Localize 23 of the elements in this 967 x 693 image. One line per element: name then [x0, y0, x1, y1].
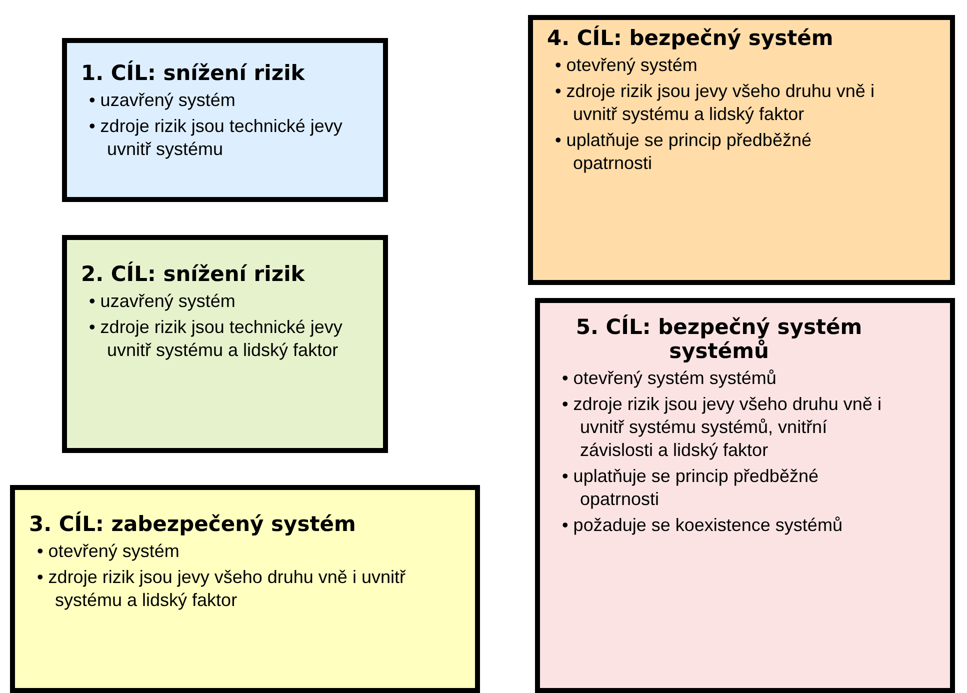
box-heading: 3. CÍL: zabezpečený systém: [29, 512, 357, 536]
goal-box: [62, 235, 388, 453]
goal-box: [528, 15, 955, 285]
box-heading: 1. CÍL: snížení rizik: [81, 61, 306, 85]
goal-box: [62, 38, 388, 202]
bullet-item: • zdroje rizik jsou technické jevy uvnitř systému a lidský faktor: [89, 316, 344, 362]
bullet-item: • uplatňuje se princip předběžné opatrnosti: [562, 465, 820, 511]
bullet-item: • otevřený systém systémů: [562, 367, 778, 390]
box-heading: 5. CÍL: bezpečný systém systémů: [574, 315, 864, 363]
bullet-item: • zdroje rizik jsou jevy všeho druhu vně i uvnitř systému a lidský faktor: [37, 566, 407, 612]
goal-box: [535, 298, 955, 693]
bullet-item: • uzavřený systém: [89, 290, 236, 313]
goal-box: [10, 485, 480, 693]
bullet-item: • zdroje rizik jsou jevy všeho druhu vně i uvnitř systému a lidský faktor: [555, 80, 876, 126]
box-heading: 4. CÍL: bezpečný systém: [547, 26, 834, 50]
bullet-item: • otevřený systém: [555, 54, 698, 77]
box-heading: 2. CÍL: snížení rizik: [81, 262, 306, 286]
bullet-item: • zdroje rizik jsou technické jevy uvnitř systému: [89, 115, 344, 161]
bullet-item: • otevřený systém: [37, 540, 180, 563]
bullet-item: • uplatňuje se princip předběžné opatrnosti: [555, 129, 812, 175]
bullet-item: • uzavřený systém: [89, 89, 236, 112]
bullet-item: • zdroje rizik jsou jevy všeho druhu vně i uvnitř systému systémů, vnitřní závislosti a lidský faktor: [562, 393, 882, 462]
bullet-item: • požaduje se koexistence systémů: [562, 514, 844, 537]
